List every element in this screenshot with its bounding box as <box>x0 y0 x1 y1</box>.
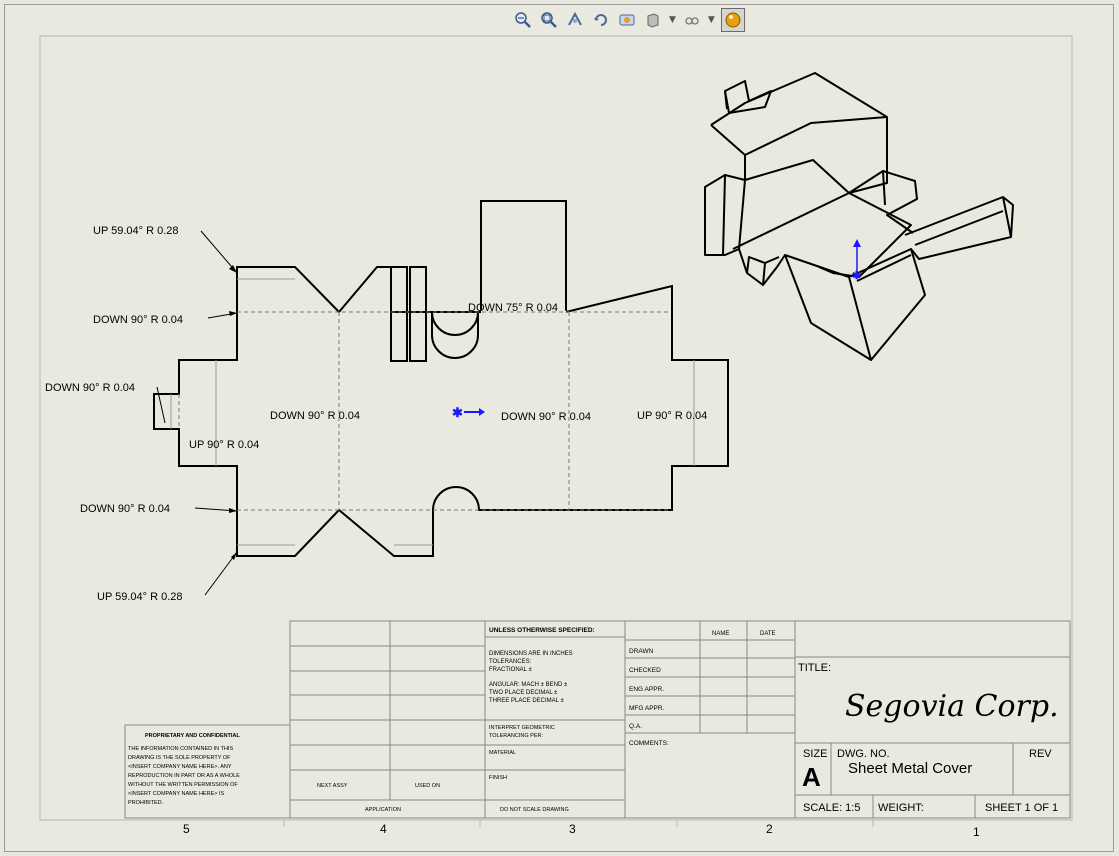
svg-text:TOLERANCES:: TOLERANCES: <box>489 659 532 665</box>
sheet-value: SHEET 1 OF 1 <box>985 802 1058 814</box>
bend-note: DOWN 90° R 0.04 <box>80 503 170 515</box>
chevron-down-icon[interactable]: ▼ <box>669 15 676 25</box>
zone-label: 2 <box>766 822 773 836</box>
bend-note: UP 59.04° R 0.28 <box>97 591 183 603</box>
iso-origin-triad: ✱ <box>852 239 861 282</box>
size-value: A <box>802 762 821 792</box>
bend-note: UP 90° R 0.04 <box>637 410 707 422</box>
material-label: MATERIAL <box>489 750 516 756</box>
svg-text:WITHOUT THE WRITTEN PERMISSION: WITHOUT THE WRITTEN PERMISSION OF <box>128 782 238 788</box>
bend-note: UP 59.04° R 0.28 <box>93 225 179 237</box>
company-name: Segovia Corp. <box>845 689 1059 724</box>
flat-pattern-details <box>409 266 566 362</box>
svg-text:<INSERT COMPANY NAME HERE>. AN: <INSERT COMPANY NAME HERE>. ANY <box>128 764 232 770</box>
zone-label: 4 <box>380 822 387 836</box>
used-on-label: USED ON <box>415 783 440 789</box>
zone-label: 5 <box>183 822 190 836</box>
title-block <box>124 620 1071 819</box>
svg-text:✱: ✱ <box>452 405 463 420</box>
svg-text:<INSERT COMPANY NAME HERE> IS: <INSERT COMPANY NAME HERE> IS <box>128 791 225 797</box>
chevron-down-icon[interactable]: ▼ <box>707 15 715 25</box>
zoom-to-area-icon[interactable] <box>539 10 559 30</box>
unless-specified-label: UNLESS OTHERWISE SPECIFIED: <box>489 627 595 634</box>
svg-text:TWO PLACE DECIMAL ±: TWO PLACE DECIMAL ± <box>489 690 558 696</box>
application-label: APPLICATION <box>365 807 401 813</box>
size-label: SIZE <box>803 748 827 760</box>
svg-text:PROHIBITED.: PROHIBITED. <box>128 800 164 806</box>
form-lines <box>170 278 695 546</box>
bend-note: DOWN 90° R 0.04 <box>45 382 135 394</box>
svg-text:ANGULAR: MACH ± BEND ±: ANGULAR: MACH ± BEND ± <box>489 682 568 688</box>
bend-note: DOWN 90° R 0.04 <box>270 410 360 422</box>
bend-note: DOWN 75° R 0.04 <box>468 302 558 314</box>
proprietary-title: PROPRIETARY AND CONFIDENTIAL <box>145 733 240 739</box>
svg-text:THE INFORMATION CONTAINED IN T: THE INFORMATION CONTAINED IN THIS <box>128 746 233 752</box>
flat-pattern-view[interactable] <box>153 200 729 557</box>
sheet-border <box>39 35 1073 821</box>
svg-text:CHECKED: CHECKED <box>629 667 661 674</box>
rev-label: REV <box>1029 748 1052 760</box>
name-column-header: NAME <box>712 631 729 637</box>
interpret-label: TOLERANCING PER: <box>489 733 543 739</box>
svg-text:FRACTIONAL ±: FRACTIONAL ± <box>489 667 532 673</box>
bend-note: DOWN 90° R 0.04 <box>501 411 591 423</box>
dimension-notes: DIMENSIONS ARE IN INCHES TOLERANCES: FRA… <box>489 651 573 704</box>
dwg-no-value: Sheet Metal Cover <box>848 760 972 777</box>
svg-text:THREE PLACE DECIMAL ±: THREE PLACE DECIMAL ± <box>489 698 564 704</box>
finish-label: FINISH <box>489 775 507 781</box>
do-not-scale-label: DO NOT SCALE DRAWING <box>500 807 569 813</box>
drawing-sheet[interactable]: ▼ ▼ 5 4 3 2 1 <box>4 4 1114 852</box>
leader-arrows <box>229 265 237 560</box>
hide-show-icon[interactable] <box>682 10 702 30</box>
isometric-view[interactable] <box>704 72 1014 361</box>
rotate-view-icon[interactable] <box>591 10 611 30</box>
svg-text:ENG APPR.: ENG APPR. <box>629 686 664 693</box>
bend-lines <box>178 311 669 511</box>
previous-view-icon[interactable] <box>565 10 585 30</box>
drawing-canvas[interactable]: 5 4 3 2 1 <box>5 5 1113 851</box>
title-label: TITLE: <box>798 662 831 674</box>
display-style-icon[interactable] <box>643 10 663 30</box>
zoom-to-fit-icon[interactable] <box>513 10 533 30</box>
pan-icon[interactable] <box>617 10 637 30</box>
next-assy-label: NEXT ASSY <box>317 783 348 789</box>
weight-label: WEIGHT: <box>878 802 924 814</box>
zone-ticks <box>283 820 874 827</box>
approval-rows: DRAWN CHECKED ENG APPR. MFG APPR. Q.A. C… <box>629 648 669 747</box>
svg-text:DRAWING IS THE SOLE PROPERTY O: DRAWING IS THE SOLE PROPERTY OF <box>128 755 231 761</box>
svg-text:✱: ✱ <box>852 270 861 282</box>
proprietary-text: THE INFORMATION CONTAINED IN THIS DRAWIN… <box>128 746 240 806</box>
svg-text:REPRODUCTION IN PART OR AS A W: REPRODUCTION IN PART OR AS A WHOLE <box>128 773 240 779</box>
leader-lines <box>156 230 238 596</box>
bend-note: UP 90° R 0.04 <box>189 439 259 451</box>
bend-note: DOWN 90° R 0.04 <box>93 314 183 326</box>
interpret-label: INTERPRET GEOMETRIC <box>489 725 555 731</box>
svg-text:MFG APPR.: MFG APPR. <box>629 705 665 712</box>
appearance-icon[interactable] <box>720 8 745 32</box>
zone-label: 1 <box>973 825 980 839</box>
dwg-no-label: DWG. NO. <box>837 748 890 760</box>
origin-marker: ✱ <box>452 405 485 420</box>
scale-value: SCALE: 1:5 <box>803 802 860 814</box>
zone-label: 3 <box>569 822 576 836</box>
svg-text:DIMENSIONS ARE IN INCHES: DIMENSIONS ARE IN INCHES <box>489 651 573 657</box>
svg-text:Q.A.: Q.A. <box>629 723 642 730</box>
date-column-header: DATE <box>760 631 776 637</box>
svg-text:COMMENTS:: COMMENTS: <box>629 740 669 747</box>
heads-up-toolbar: ▼ ▼ <box>513 7 745 33</box>
svg-text:DRAWN: DRAWN <box>629 648 654 655</box>
